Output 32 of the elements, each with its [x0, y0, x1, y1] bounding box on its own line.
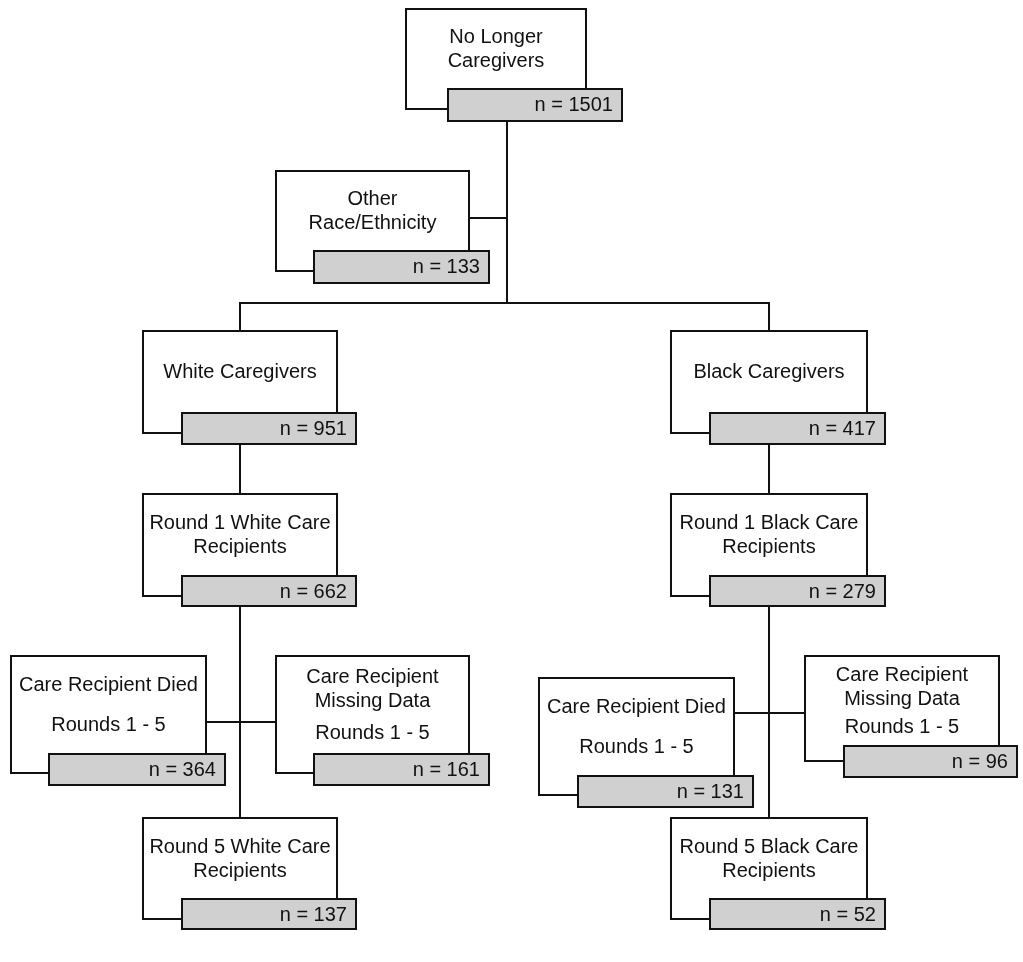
box-title: Round 5 Black Care Recipients: [678, 833, 860, 882]
sample-count: n = 131: [577, 775, 754, 808]
box-title: Black Caregivers: [693, 359, 845, 383]
rounds-label: Rounds 1 - 5: [844, 714, 960, 739]
box-title: Round 1 White Care Recipients: [148, 510, 332, 558]
box-title: Other Race/Ethnicity: [307, 186, 438, 234]
sample-count: n = 662: [181, 575, 357, 607]
box-title: No Longer Caregivers: [446, 24, 546, 72]
sample-count: n = 161: [313, 753, 490, 786]
rounds-label: Rounds 1 - 5: [579, 733, 694, 758]
sample-count: n = 52: [709, 898, 886, 930]
sample-count: n = 133: [313, 250, 490, 284]
box-title: White Caregivers: [163, 359, 317, 383]
box-title: Care Recipient Died: [547, 694, 726, 719]
sample-count: n = 364: [48, 753, 226, 786]
connector-line: [239, 444, 241, 494]
sample-count: n = 951: [181, 412, 357, 445]
sample-count: n = 1501: [447, 88, 623, 122]
connector-line: [239, 606, 241, 818]
sample-count: n = 417: [709, 412, 886, 445]
box-title: Round 1 Black Care Recipients: [678, 510, 860, 558]
box-title: Care Recipient Missing Data: [834, 661, 970, 710]
connector-line: [768, 444, 770, 494]
box-title: Round 5 White Care Recipients: [148, 833, 332, 882]
rounds-label: Rounds 1 - 5: [315, 719, 430, 744]
sample-count: n = 279: [709, 575, 886, 607]
box-title: Care Recipient Missing Data: [305, 664, 440, 713]
sample-count: n = 137: [181, 898, 357, 930]
box-title: Care Recipient Died: [19, 672, 198, 697]
rounds-label: Rounds 1 - 5: [51, 711, 166, 736]
connector-line: [768, 606, 770, 818]
sample-count: n = 96: [843, 745, 1018, 778]
